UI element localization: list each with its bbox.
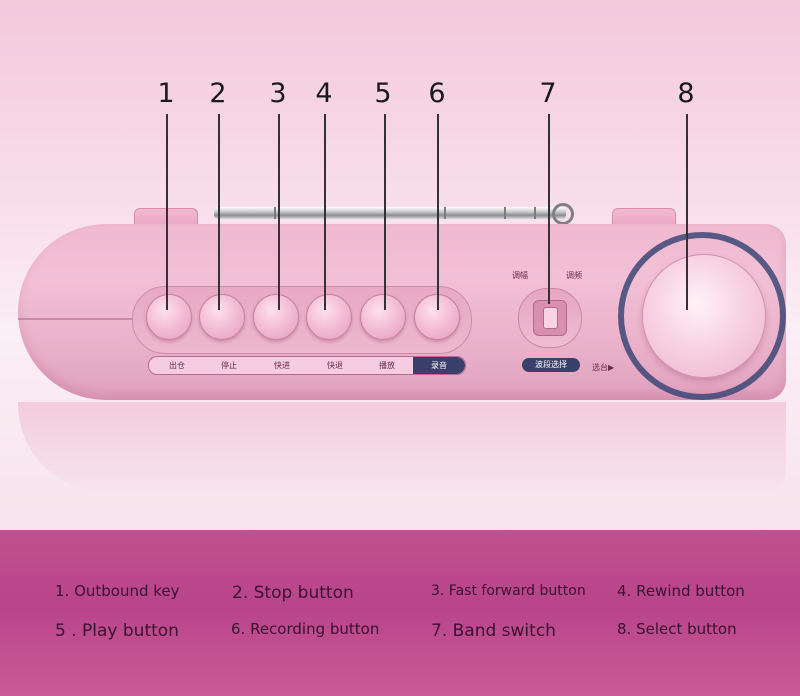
callout-5: 5 [374,78,392,109]
key-label-outbound: 出仓 [169,361,185,370]
band-am-label: 调幅 [512,271,528,280]
callout-6: 6 [428,78,446,109]
tuning-scale [618,232,786,400]
desc-fast-forward-button: 3. Fast forward button [431,583,586,599]
antenna-ring [552,203,574,225]
key-label-stop: 停止 [221,361,237,370]
desc-stop-button: 2. Stop button [232,583,354,603]
key-label-strip: 出仓 停止 快进 快退 播放 录音 [148,356,466,375]
leader-line-3 [278,114,280,310]
leader-line-8 [686,114,688,310]
outbound-key[interactable] [146,294,192,340]
telescopic-antenna [214,207,566,219]
leader-line-4 [324,114,326,310]
key-label-play: 播放 [379,361,395,370]
select-tuning-dial[interactable] [642,254,766,378]
desc-rewind-button: 4. Rewind button [617,582,745,600]
play-button[interactable] [360,294,406,340]
band-switch-tag: 波段选择 [522,358,580,372]
key-label-record: 录音 [413,357,465,374]
leader-line-1 [166,114,168,310]
leader-line-5 [384,114,386,310]
tuning-side-label: 选台▶ [592,363,615,372]
desc-play-button: 5 . Play button [55,621,179,641]
key-label-fast-forward: 快进 [274,361,290,370]
desc-outbound-key: 1. Outbound key [55,582,180,600]
desc-band-switch: 7. Band switch [431,621,556,641]
description-band [0,530,800,696]
leader-line-7 [548,114,550,304]
callout-8: 8 [677,78,695,109]
key-label-rewind: 快退 [327,361,343,370]
leader-line-6 [437,114,439,310]
callout-1: 1 [157,78,175,109]
fast-forward-button[interactable] [253,294,299,340]
callout-3: 3 [269,78,287,109]
body-seam [18,318,148,320]
band-switch[interactable] [533,300,567,336]
desc-recording-button: 6. Recording button [231,620,380,638]
desc-select-button: 8. Select button [617,620,737,638]
rewind-button[interactable] [306,294,352,340]
callout-4: 4 [315,78,333,109]
band-switch-knob [543,307,558,329]
band-fm-label: 调频 [566,271,582,280]
stop-button[interactable] [199,294,245,340]
leader-line-2 [218,114,220,310]
device-reflection [18,402,786,492]
callout-7: 7 [539,78,557,109]
callout-2: 2 [209,78,227,109]
